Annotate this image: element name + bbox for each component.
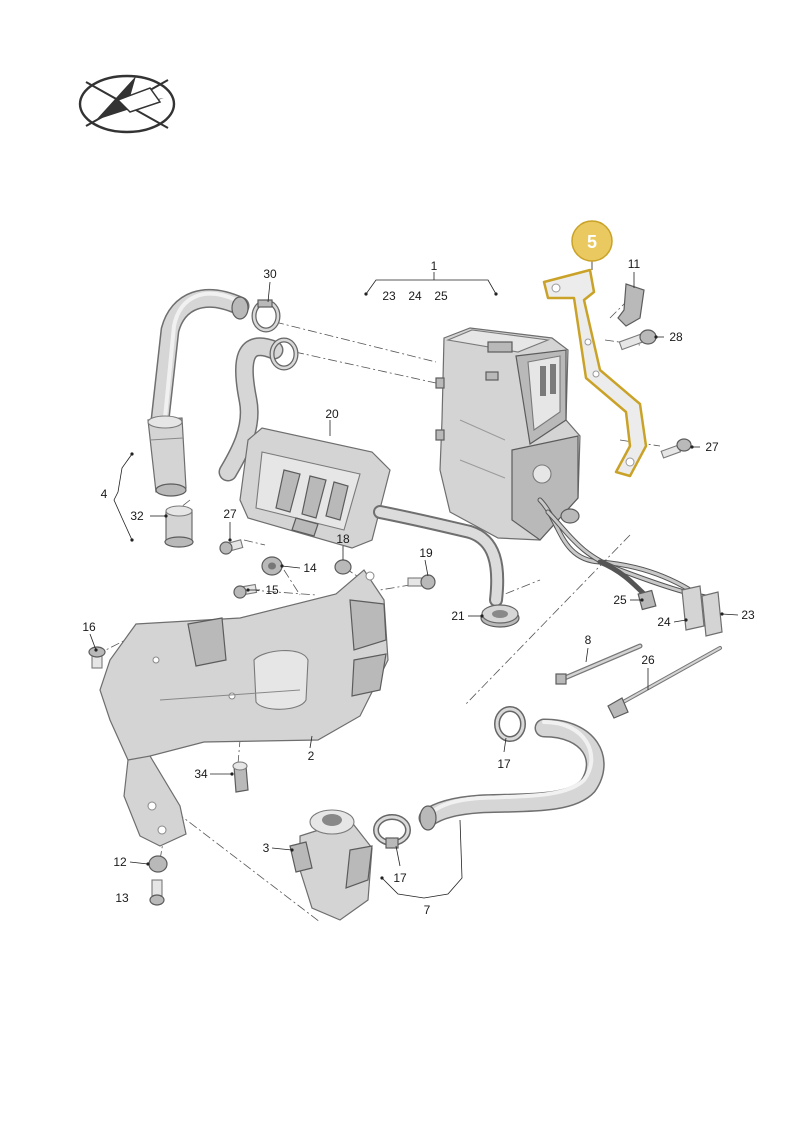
brand-logo: [78, 74, 176, 134]
hose-clamp-lower: [373, 814, 411, 849]
callout-32: 32: [130, 509, 144, 523]
callout-11: 11: [628, 257, 641, 271]
fasteners-left: [88, 539, 436, 906]
callout-21: 21: [451, 609, 465, 623]
leader-lines: [89, 260, 739, 899]
callout-17-lower: 17: [393, 871, 407, 885]
callout-23: 23: [741, 608, 755, 622]
heat-shield: [99, 569, 389, 847]
highlight-badge-5[interactable]: 5: [571, 220, 613, 262]
coolant-hose-middle: [218, 337, 299, 482]
mounting-bracket-highlighted: [542, 268, 648, 478]
hose-clamp-middle: [494, 706, 526, 742]
group-label-1: 1: [431, 259, 438, 273]
coolant-hose-upper: [150, 288, 250, 430]
retaining-clip: [617, 283, 645, 327]
callout-8: 8: [585, 633, 592, 647]
coolant-hose-lower: [418, 718, 605, 831]
highlight-badge-label: 5: [587, 232, 597, 252]
callout-34: 34: [194, 767, 208, 781]
electrical-connectors: [637, 585, 723, 637]
group-1-member-23: 23: [382, 289, 396, 303]
callout-17-upper: 17: [497, 757, 511, 771]
callout-14: 14: [303, 561, 317, 575]
callout-25: 25: [613, 593, 627, 607]
callout-28: 28: [669, 330, 683, 344]
callout-16: 16: [82, 620, 96, 634]
grommet: [480, 604, 520, 628]
callout-20: 20: [325, 407, 339, 421]
exhaust-silencer: [239, 427, 391, 549]
group-label-4: 4: [101, 487, 108, 501]
callout-30: 30: [263, 267, 277, 281]
coolant-pump: [289, 809, 373, 921]
callout-27-left: 27: [223, 507, 237, 521]
group-1-member-25: 25: [434, 289, 448, 303]
callout-26: 26: [641, 653, 655, 667]
hose-connector: [147, 415, 187, 497]
callout-12: 12: [113, 855, 127, 869]
callout-2: 2: [308, 749, 315, 763]
auxiliary-heater-unit: [435, 327, 581, 541]
callout-27-right: 27: [705, 440, 719, 454]
callout-3: 3: [263, 841, 270, 855]
group-1-member-24: 24: [408, 289, 422, 303]
exhaust-pipe: [373, 505, 505, 607]
bolt-right: [660, 438, 692, 459]
callout-arrow-dots: [94, 292, 724, 880]
callout-18: 18: [336, 532, 350, 546]
bolt: [618, 329, 657, 351]
callout-15: 15: [265, 583, 279, 597]
group-label-7: 7: [424, 903, 431, 917]
cable-tie-with-clip: [607, 646, 722, 719]
cable-tie: [555, 643, 643, 685]
sleeve: [164, 505, 194, 548]
callout-13: 13: [115, 891, 129, 905]
callout-19: 19: [419, 546, 433, 560]
callout-24: 24: [657, 615, 671, 629]
hose-clamp: [251, 299, 281, 333]
